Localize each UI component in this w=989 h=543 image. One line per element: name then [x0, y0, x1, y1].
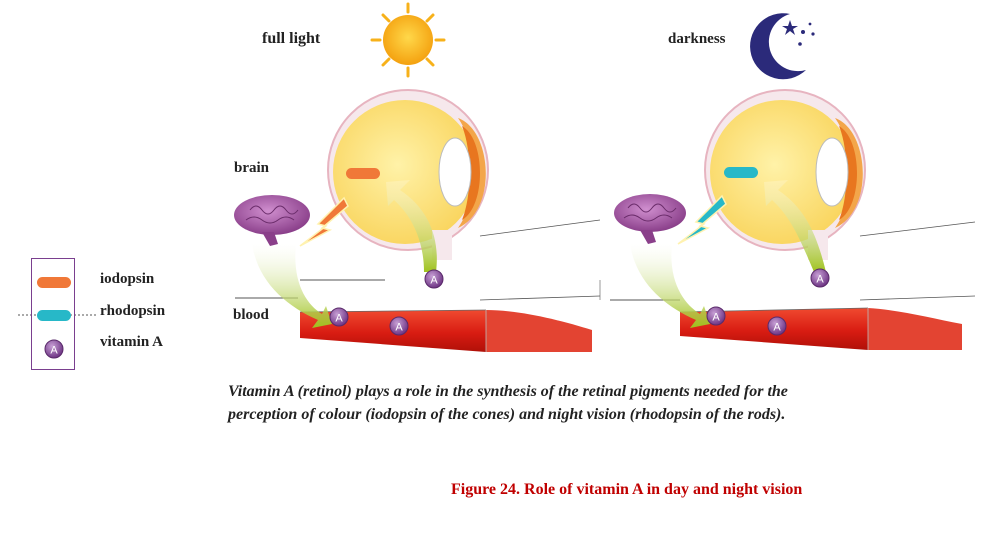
nerve-signal-right: [677, 194, 727, 245]
sun-icon: [370, 2, 446, 78]
arrow-blood-to-eye-left: [386, 180, 437, 272]
vitamin-a-left-blood-1: A: [329, 307, 349, 327]
eye-left: [327, 89, 489, 260]
legend-box: [31, 258, 75, 370]
legend-label-iodopsin: iodopsin: [100, 271, 155, 287]
iodopsin-pill-left: [346, 168, 380, 179]
vitamin-a-right-blood-2: A: [767, 316, 787, 336]
caption: Vitamin A (retinol) plays a role in the …: [228, 380, 928, 426]
label-blood: blood: [233, 307, 269, 323]
vitamin-a-symbol: A: [816, 274, 824, 286]
caption-line-2: perception of colour (iodopsin of the co…: [228, 406, 786, 423]
brain-left: [234, 195, 310, 246]
vitamin-a-symbol: A: [50, 345, 58, 357]
brain-right: [614, 194, 686, 244]
legend-label-rhodopsin: rhodopsin: [100, 303, 166, 319]
figure-title: Figure 24. Role of vitamin A in day and …: [451, 481, 803, 498]
arrow-brain-to-blood-left: [252, 244, 332, 328]
vitamin-a-symbol: A: [712, 312, 720, 324]
legend-iodopsin-swatch: [37, 277, 71, 288]
vitamin-a-symbol: A: [430, 275, 438, 287]
caption-line-1: Vitamin A (retinol) plays a role in the …: [228, 383, 788, 400]
label-darkness: darkness: [668, 31, 726, 47]
label-brain: brain: [234, 160, 270, 176]
vitamin-a-symbol: A: [335, 313, 343, 325]
arrow-brain-to-blood-right: [630, 244, 710, 328]
vitamin-a-symbol: A: [395, 322, 403, 334]
nerve-signal-left: [299, 196, 349, 247]
moon-icon: [750, 13, 815, 80]
vitamin-a-symbol: A: [773, 322, 781, 334]
label-full-light: full light: [262, 30, 321, 47]
eye-right: [704, 89, 866, 260]
rhodopsin-pill-right: [724, 167, 758, 178]
arrow-blood-to-eye-right: [764, 180, 826, 272]
legend-label-vitamin-a: vitamin A: [100, 334, 163, 350]
vitamin-a-left-eye: A: [424, 269, 444, 289]
vitamin-a-right-eye: A: [810, 268, 830, 288]
legend-rhodopsin-swatch: [37, 310, 71, 321]
legend-vitamin-a-swatch: A: [44, 339, 64, 359]
vitamin-a-left-blood-2: A: [389, 316, 409, 336]
vitamin-a-right-blood-1: A: [706, 306, 726, 326]
